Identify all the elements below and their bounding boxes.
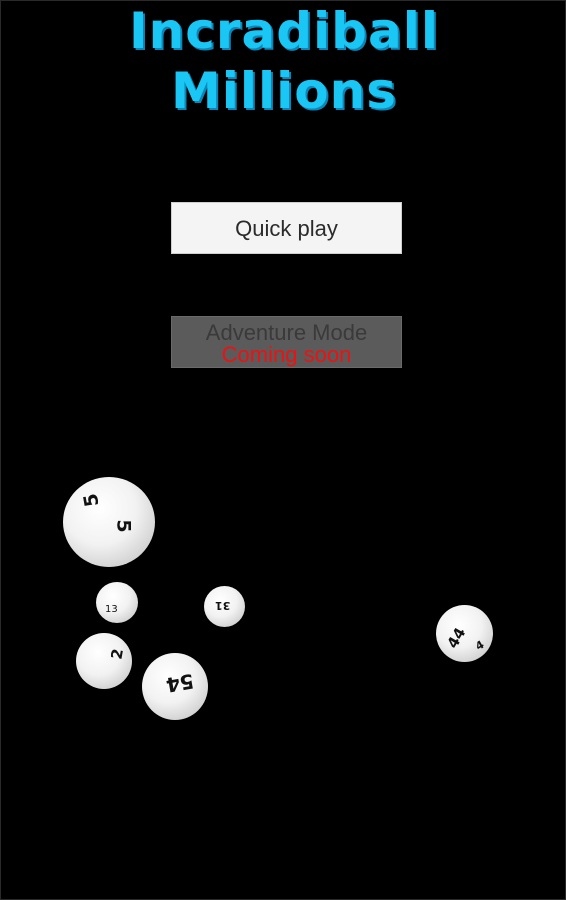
game-title-line-1: Incradiball bbox=[129, 2, 439, 60]
adventure-mode-label: Adventure Mode bbox=[205, 320, 368, 345]
lottery-ball: 13 bbox=[96, 582, 138, 623]
ball-number: 4 bbox=[473, 637, 487, 654]
ball-number: 13 bbox=[105, 604, 118, 615]
lottery-ball: 54 bbox=[142, 653, 208, 720]
ball-number: 31 bbox=[215, 599, 231, 612]
ball-number: 2 bbox=[107, 647, 127, 661]
quick-play-button[interactable]: Quick play bbox=[171, 202, 402, 254]
ball-number: 5 bbox=[79, 491, 104, 509]
coming-soon-label: Coming soon bbox=[221, 342, 352, 367]
lottery-ball: 5 5 bbox=[63, 477, 155, 567]
lottery-ball: 2 bbox=[76, 633, 132, 689]
game-title-line-2: Millions bbox=[170, 62, 398, 120]
lottery-ball: 31 bbox=[204, 586, 245, 627]
adventure-mode-button: Adventure Mode Coming soon bbox=[171, 316, 402, 368]
ball-number: 44 bbox=[443, 624, 470, 652]
ball-number: 5 bbox=[112, 519, 135, 533]
ball-number: 54 bbox=[164, 668, 196, 698]
lottery-ball: 44 4 bbox=[436, 605, 493, 662]
